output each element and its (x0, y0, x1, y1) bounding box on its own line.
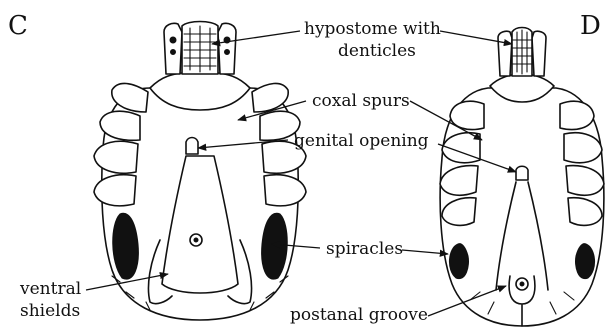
label-ventral-line1: ventral (19, 279, 81, 299)
panel-c-anus (190, 234, 202, 246)
panel-d-specimen (440, 28, 604, 327)
panel-d-letter: D (580, 11, 601, 41)
panel-c-right-palp (218, 23, 236, 74)
panel-c-letter: C (8, 11, 28, 41)
label-hypostome-line1: hypostome with (304, 19, 441, 39)
panel-c-left-palp (164, 23, 182, 74)
label-coxal-spurs: coxal spurs (312, 91, 410, 111)
arrow-spiracles-d (402, 250, 448, 254)
panel-d-left-spiracle (449, 244, 468, 279)
label-hypostome-line2: denticles (338, 41, 416, 61)
panel-d-anus (516, 278, 528, 290)
panel-d-genital-opening (516, 166, 528, 180)
label-ventral-line2: shields (20, 301, 80, 321)
label-postanal-groove: postanal groove (290, 305, 428, 325)
panel-d-left-palp (498, 31, 512, 76)
panel-c-specimen (94, 22, 306, 321)
panel-d-right-spiracle (576, 244, 595, 279)
panel-d-right-palp (532, 31, 546, 76)
label-genital-opening: genital opening (294, 131, 429, 151)
panel-c-genital-opening (186, 138, 198, 155)
label-spiracles: spiracles (326, 239, 403, 259)
